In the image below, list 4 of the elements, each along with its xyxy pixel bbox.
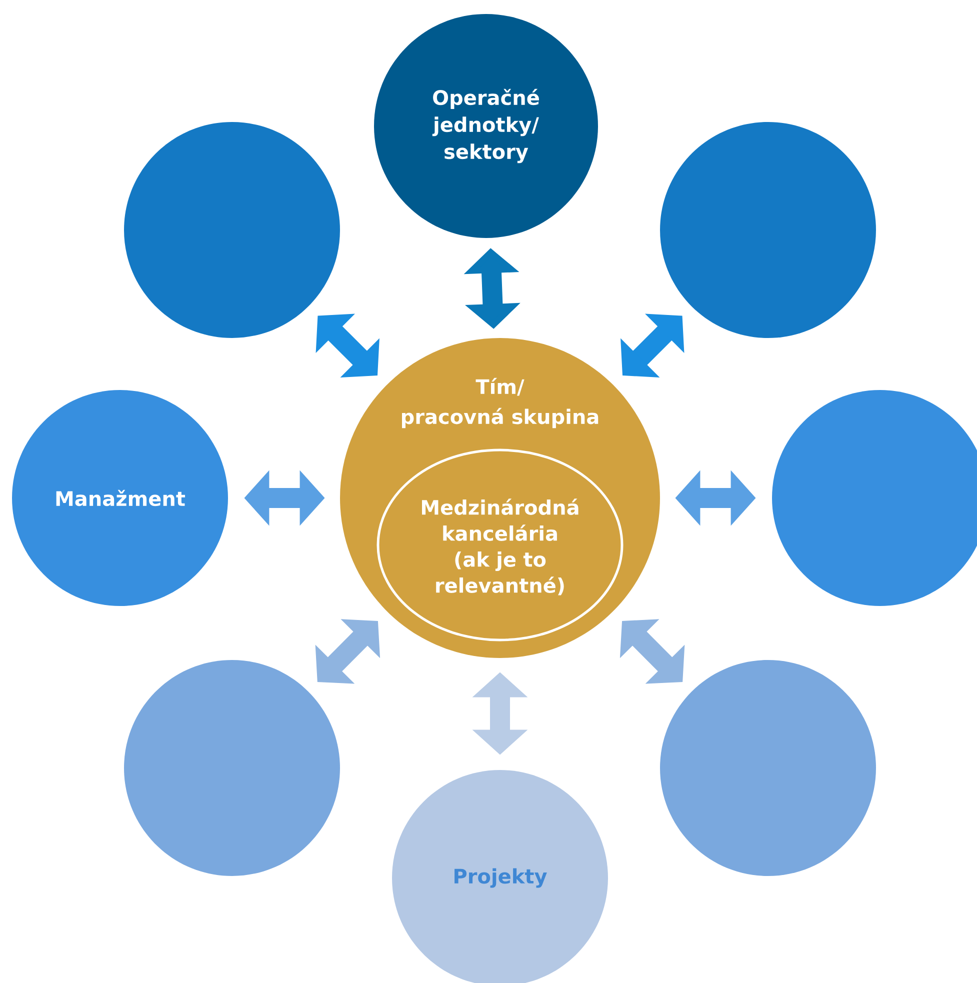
circle (660, 122, 876, 338)
circle (124, 122, 340, 338)
circle (124, 660, 340, 876)
circle (660, 660, 876, 876)
